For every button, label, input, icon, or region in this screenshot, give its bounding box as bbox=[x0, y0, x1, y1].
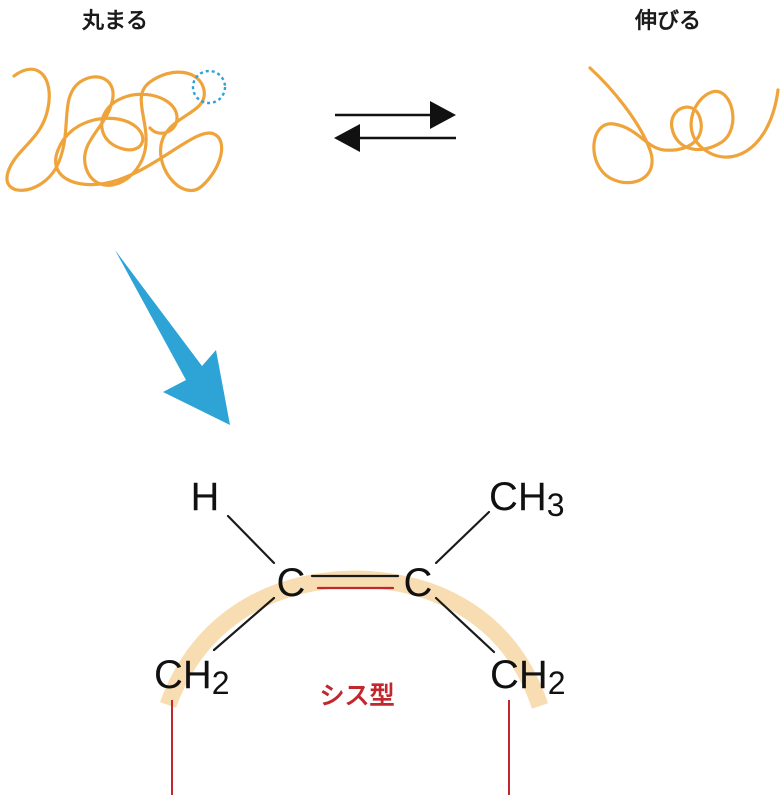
coiled-label: 丸まる bbox=[81, 9, 148, 34]
reverse-arrowhead bbox=[334, 124, 360, 152]
forward-arrowhead bbox=[430, 101, 456, 129]
atom-ch2-left-main: CH bbox=[154, 653, 212, 697]
bond-ch3-c bbox=[434, 510, 491, 565]
dotted-highlight-circle bbox=[191, 69, 227, 105]
atom-ch3-main: CH bbox=[489, 475, 547, 519]
bond-c-ch2-left bbox=[212, 596, 276, 652]
atom-c-right: C bbox=[404, 561, 433, 605]
atom-ch2-right-main: CH bbox=[490, 653, 548, 697]
atom-ch2-left: CH2 bbox=[154, 653, 230, 701]
coiled-chain bbox=[5, 67, 224, 193]
equilibrium-arrows bbox=[334, 101, 456, 152]
atom-c-left: C bbox=[277, 561, 306, 605]
bond-h-c bbox=[226, 514, 276, 565]
atom-ch2-left-subscript: 2 bbox=[212, 665, 230, 701]
atom-ch2-right: CH2 bbox=[490, 653, 566, 701]
atom-ch3: CH3 bbox=[489, 475, 565, 523]
bond-c-ch2-right bbox=[434, 596, 496, 654]
backbone-highlight-arc bbox=[160, 570, 549, 709]
stretched-label: 伸びる bbox=[634, 9, 701, 34]
cis-label: シス型 bbox=[319, 681, 394, 710]
reaction-arrow bbox=[115, 250, 230, 425]
bonds bbox=[212, 510, 496, 654]
atom-ch3-subscript: 3 bbox=[547, 487, 565, 523]
atom-ch2-right-subscript: 2 bbox=[548, 665, 566, 701]
stretched-chain bbox=[588, 66, 780, 185]
atom-h: H bbox=[191, 475, 220, 519]
